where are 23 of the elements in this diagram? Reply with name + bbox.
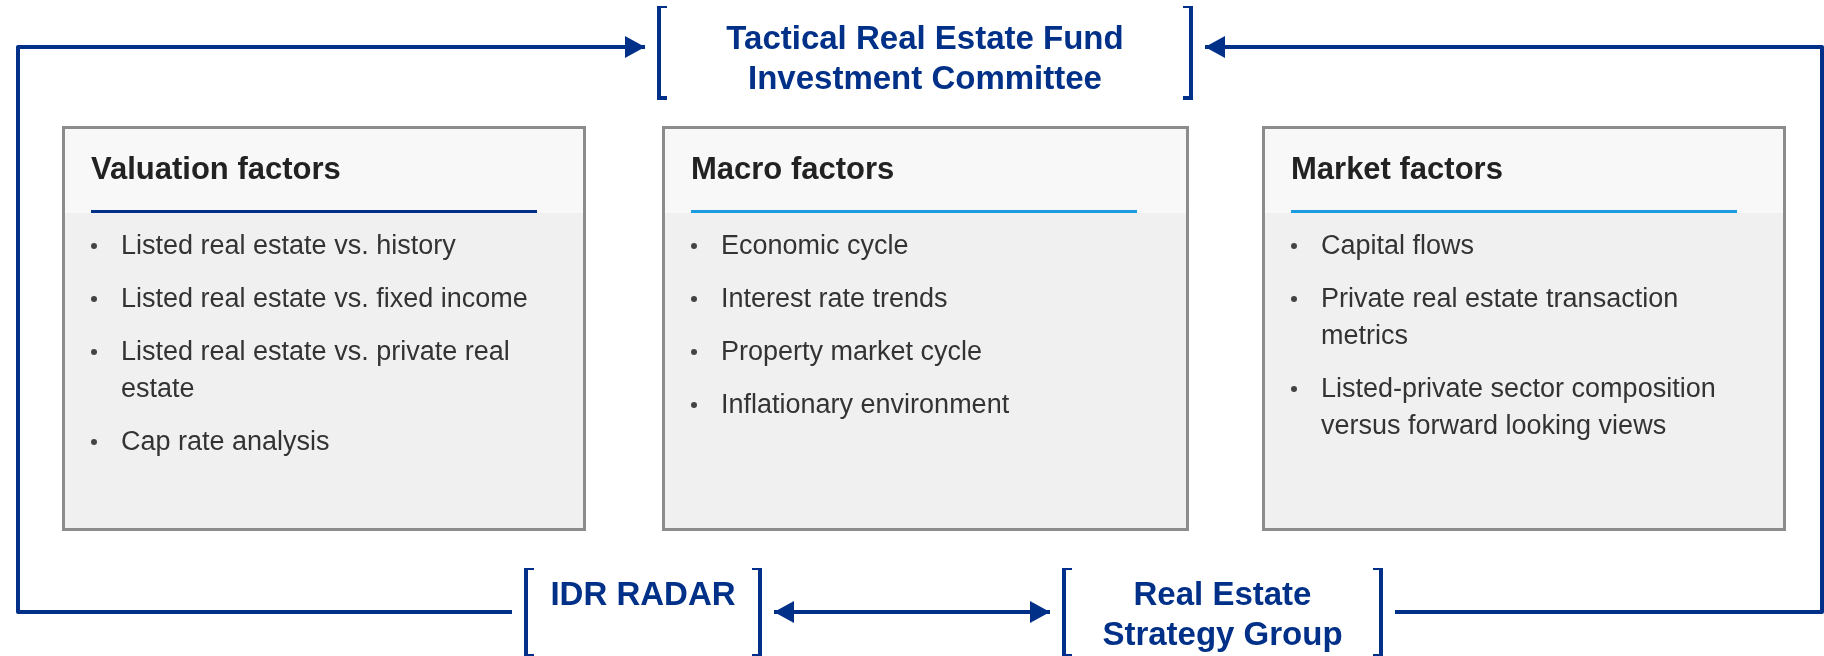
arrow — [1205, 36, 1824, 614]
factor-card — [1262, 126, 1786, 531]
bullet-text: Private real estate transaction metrics — [1321, 283, 1679, 350]
bullet-text: Listed-private sector composition versus forward looking views — [1321, 373, 1716, 440]
bullet-text: Economic cycle — [721, 230, 909, 260]
card-heading: Macro factors — [691, 151, 895, 187]
card-heading: Market factors — [1291, 151, 1503, 187]
bullet-text: Interest rate trends — [721, 283, 948, 313]
bullet-text: Listed real estate vs. fixed income — [121, 283, 528, 313]
bullet-text: Listed real estate vs. private real estate — [121, 336, 510, 403]
arrow — [16, 36, 645, 614]
factor-card — [62, 126, 586, 531]
bullet-text: Capital flows — [1321, 230, 1475, 260]
group-title: IDR RADAR — [549, 574, 737, 614]
arrow — [774, 601, 1050, 623]
bullet-text: Property market cycle — [721, 336, 983, 366]
factor-card — [662, 126, 1189, 531]
bullet-text: Listed real estate vs. history — [121, 230, 456, 260]
bullet-text: Cap rate analysis — [121, 426, 330, 456]
card-heading: Valuation factors — [91, 151, 341, 187]
group-title: Real Estate Strategy Group — [1101, 574, 1344, 654]
group-title: Tactical Real Estate Fund Investment Committee — [725, 18, 1125, 98]
bullet-text: Inflationary environment — [721, 389, 1010, 419]
